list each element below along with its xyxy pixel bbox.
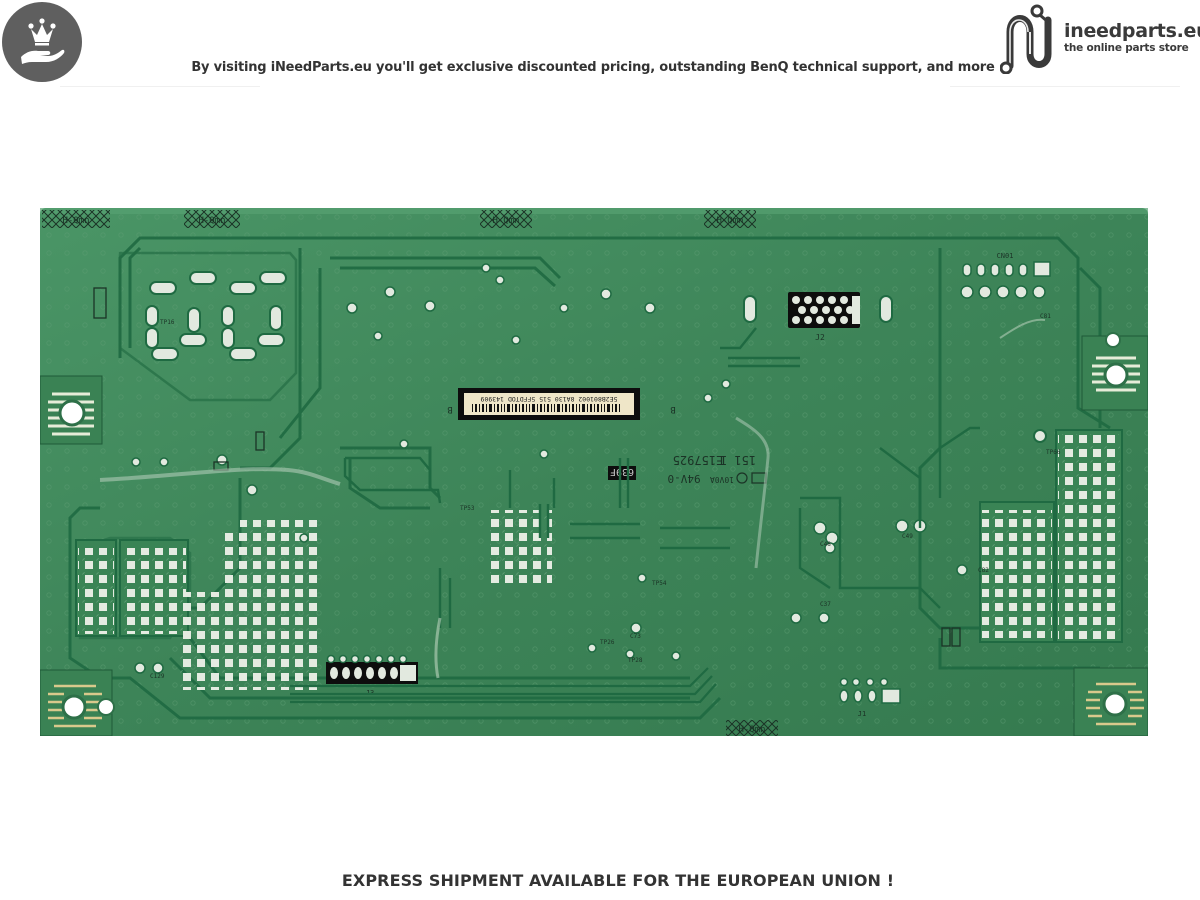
promo-tagline: By visiting iNeedParts.eu you'll get exc… xyxy=(191,60,995,75)
svg-text:E157925: E157925 xyxy=(673,453,724,467)
svg-text:C48: C48 xyxy=(820,541,831,548)
svg-text:10V0A: 10V0A xyxy=(710,475,734,484)
svg-text:C37: C37 xyxy=(820,601,831,608)
logo-subtitle: the online parts store xyxy=(1064,42,1189,54)
mounting-hole-bottom-right xyxy=(1073,667,1149,737)
svg-text:5E2B801002 8A130 515 5FFDTOD 1: 5E2B801002 8A130 515 5FFDTOD 143909 xyxy=(480,395,617,403)
svg-text:H-Qmn: H-Qmn xyxy=(716,216,743,226)
svg-text:TP16: TP16 xyxy=(160,319,175,326)
crown-hand-badge xyxy=(2,2,82,82)
svg-text:151 I: 151 I xyxy=(720,453,756,467)
logo-name: ineedparts.eu xyxy=(1064,20,1200,42)
svg-text:TP28: TP28 xyxy=(628,657,643,664)
svg-text:H-Qmn: H-Qmn xyxy=(492,216,519,226)
connector-j3: J3 xyxy=(326,654,418,697)
divider xyxy=(60,86,260,87)
svg-text:B: B xyxy=(447,404,452,414)
svg-text:J1: J1 xyxy=(858,710,866,718)
mounting-hole-right-top xyxy=(1081,332,1149,411)
svg-text:C73: C73 xyxy=(630,633,641,640)
svg-text:J2: J2 xyxy=(815,333,825,342)
svg-text:94V-0: 94V-0 xyxy=(667,472,700,485)
svg-text:H-Qmn: H-Qmn xyxy=(62,216,89,226)
svg-text:TP54: TP54 xyxy=(652,580,667,587)
crown-on-hand-icon xyxy=(21,18,65,64)
connector-j1: J1 xyxy=(839,677,901,718)
svg-text:TP26: TP26 xyxy=(600,639,615,646)
connector-cn01: CN01 xyxy=(960,252,1051,443)
svg-text:C49: C49 xyxy=(902,533,913,540)
svg-text:TP66: TP66 xyxy=(1046,449,1061,456)
pad-grid-areas xyxy=(75,429,1123,690)
product-image-pcb: H-Qmn H-Qmn H-Qmn H-Qmn H-Qmn xyxy=(39,208,1149,737)
circuit-trace-n-logo-icon xyxy=(1000,4,1052,74)
ineedparts-logo[interactable]: ineedparts.eu the online parts store xyxy=(1000,2,1200,74)
svg-text:B: B xyxy=(670,404,675,414)
svg-text:639F: 639F xyxy=(610,466,634,477)
svg-text:H-Qmn: H-Qmn xyxy=(738,725,765,735)
svg-text:TP53: TP53 xyxy=(460,505,475,512)
ul-markings: E157925 151 I 94V-0 639F 10V0A xyxy=(608,453,767,485)
divider xyxy=(950,86,1180,87)
pcb-board-illustration: H-Qmn H-Qmn H-Qmn H-Qmn H-Qmn xyxy=(39,208,1149,737)
shipping-banner: EXPRESS SHIPMENT AVAILABLE FOR THE EUROP… xyxy=(341,871,895,890)
mounting-hole-left xyxy=(39,375,103,445)
svg-text:C81: C81 xyxy=(1040,313,1051,320)
barcode-label: 5E2B801002 8A130 515 5FFDTOD 143909 B B xyxy=(447,388,676,420)
svg-text:CN01: CN01 xyxy=(997,252,1014,260)
svg-text:C82: C82 xyxy=(978,567,989,574)
svg-text:C129: C129 xyxy=(150,673,165,680)
svg-text:H-Qmn: H-Qmn xyxy=(198,216,225,226)
connector-j2: J2 xyxy=(743,292,893,342)
halogen-free-marks: H-Qmn H-Qmn H-Qmn H-Qmn H-Qmn xyxy=(42,210,778,736)
mounting-hole-bottom-left xyxy=(39,669,115,737)
